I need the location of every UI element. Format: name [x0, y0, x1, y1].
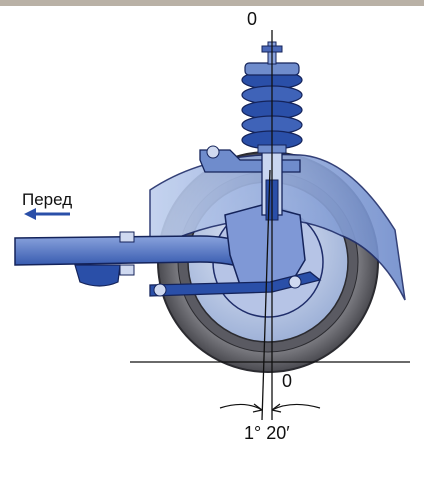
- steering-knuckle: [224, 204, 306, 286]
- bottom-axis-label: 0: [282, 371, 293, 391]
- front-direction-label: Перед: [22, 190, 73, 209]
- top-border-strip: [0, 0, 424, 6]
- lower-arm: [149, 271, 322, 297]
- top-axis-label: 0: [247, 9, 258, 29]
- camber-angle-label: 1° 20′: [244, 423, 290, 443]
- front-arrow-icon: [24, 208, 70, 220]
- inclined-axis-line: [261, 169, 271, 421]
